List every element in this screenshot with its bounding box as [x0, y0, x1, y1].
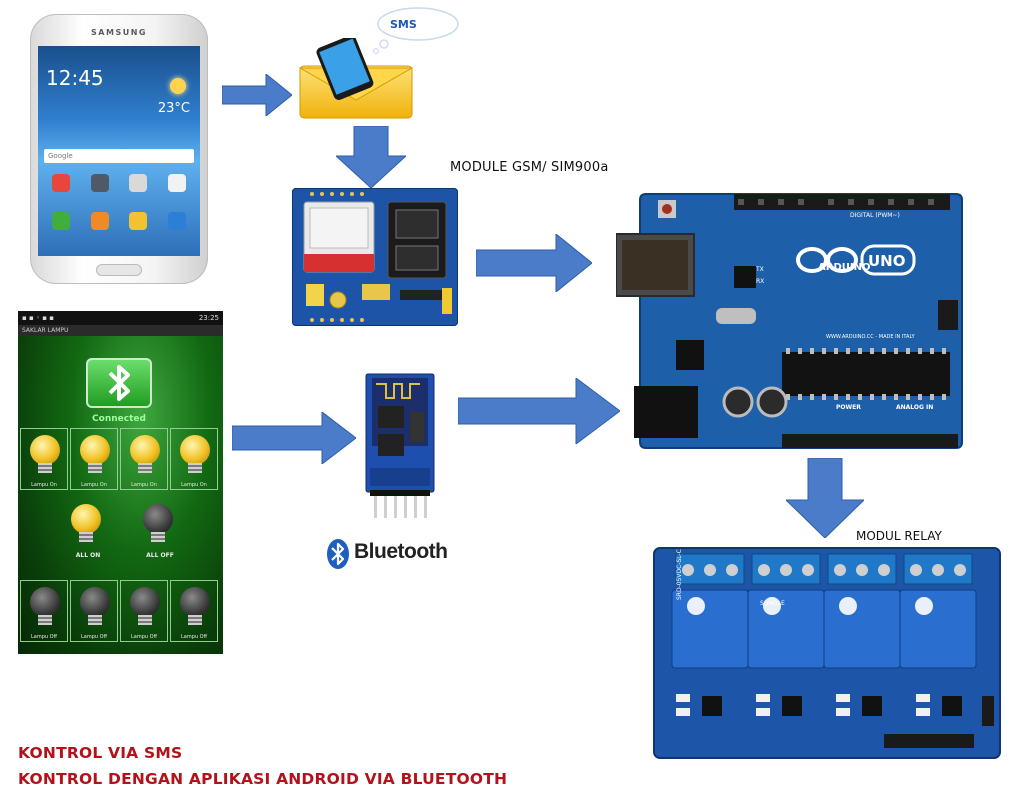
phone-brand: SAMSUNG [91, 28, 147, 37]
connection-status: Connected [92, 414, 146, 424]
bluetooth-hc05-module [365, 373, 435, 518]
status-icons: ▪ ▪ ◦ ▪ ▪ [22, 314, 55, 322]
arrow-gsm-to-arduino [476, 234, 592, 292]
lamp-2-button: Lampu On [70, 428, 118, 490]
analog-header-label: ANALOG IN [896, 404, 934, 411]
bulb-off-icon [180, 587, 210, 617]
rx-label: RX [756, 278, 765, 285]
power-header-label: POWER [836, 404, 861, 411]
tx-label: TX [756, 266, 764, 273]
arrow-arduino-to-relay [786, 458, 864, 538]
lamp-5-button: Lampu Off [20, 580, 68, 642]
bulb-off-icon [130, 587, 160, 617]
arduino-site: WWW.ARDUINO.CC - MADE IN ITALY [826, 334, 915, 340]
bulb-on-icon [80, 435, 110, 465]
lamp-1-button: Lampu On [20, 428, 68, 490]
gsm-module-label: MODULE GSM/ SIM900a [450, 160, 609, 175]
lamp-3-button: Lampu On [120, 428, 168, 490]
relay-module-4ch [653, 547, 1001, 759]
bulb-on-icon [30, 435, 60, 465]
phone-screen: 12:45 23°C Google [38, 46, 200, 256]
phone-app-icon [52, 212, 71, 230]
messaging-app-icon [129, 212, 148, 230]
camera-app-icon [90, 174, 109, 192]
relay-model-label: SRD-05VDC-SL-C [676, 549, 683, 600]
arrow-app-to-bluetooth [232, 412, 356, 464]
bluetooth-icon [108, 365, 130, 401]
lamp-4-button: Lampu On [170, 428, 218, 490]
relay-module-label: MODUL RELAY [856, 529, 942, 543]
bulb-on-icon [130, 435, 160, 465]
status-time: 23:25 [198, 314, 219, 322]
android-status-bar: ▪ ▪ ◦ ▪ ▪ 23:25 [18, 311, 223, 325]
android-app-screenshot: ▪ ▪ ◦ ▪ ▪ 23:25 SAKLAR LAMPU Connected L… [18, 311, 223, 654]
samsung-apps-icon [129, 174, 148, 192]
home-button [96, 264, 142, 276]
gsm-sim900a-module [292, 188, 458, 326]
samsung-phone: SAMSUNG 12:45 23°C Google [30, 14, 208, 284]
all-off-button: ALL OFF [130, 498, 190, 560]
arrow-sms-to-gsm [336, 126, 406, 188]
sms-label: SMS [390, 18, 417, 31]
app-grid [42, 174, 196, 230]
app-body: Connected Lampu On Lampu On Lampu On Lam… [18, 336, 223, 654]
bulb-off-icon [30, 587, 60, 617]
weather-sun-icon [170, 78, 186, 94]
bulb-off-icon [80, 587, 110, 617]
arduino-model: UNO [868, 252, 906, 270]
internet-app-icon [167, 212, 186, 230]
lamp-6-button: Lampu Off [70, 580, 118, 642]
relay-brand-label: SONGLE [760, 600, 785, 607]
arduino-brand: ARDUINO [818, 262, 871, 273]
lamp-8-button: Lampu Off [170, 580, 218, 642]
play-store-icon [167, 174, 186, 192]
app-title: SAKLAR LAMPU [18, 325, 223, 336]
bluetooth-wordmark: Bluetooth [354, 540, 448, 563]
sms-cloud-icon [373, 7, 459, 54]
digital-header-label: DIGITAL (PWM~) [850, 212, 900, 219]
phone-temperature: 23°C [157, 101, 190, 116]
phone-clock: 12:45 [46, 66, 104, 90]
arrow-phone-to-sms [222, 74, 292, 116]
email-app-icon [52, 174, 71, 192]
contacts-app-icon [90, 212, 109, 230]
bulb-on-icon [180, 435, 210, 465]
caption-bluetooth-control: KONTROL DENGAN APLIKASI ANDROID VIA BLUE… [18, 770, 508, 788]
caption-sms-control: KONTROL VIA SMS [18, 744, 183, 762]
bluetooth-connect-button [86, 358, 152, 408]
arduino-uno-board [616, 193, 963, 449]
bulb-on-icon [71, 504, 101, 534]
google-search-bar: Google [44, 149, 194, 163]
all-on-button: ALL ON [58, 498, 118, 560]
bluetooth-logo-icon [327, 539, 349, 569]
envelope-phone-icon [298, 38, 414, 119]
bulb-off-icon [143, 504, 173, 534]
lamp-7-button: Lampu Off [120, 580, 168, 642]
arrow-bluetooth-to-arduino [458, 378, 620, 444]
